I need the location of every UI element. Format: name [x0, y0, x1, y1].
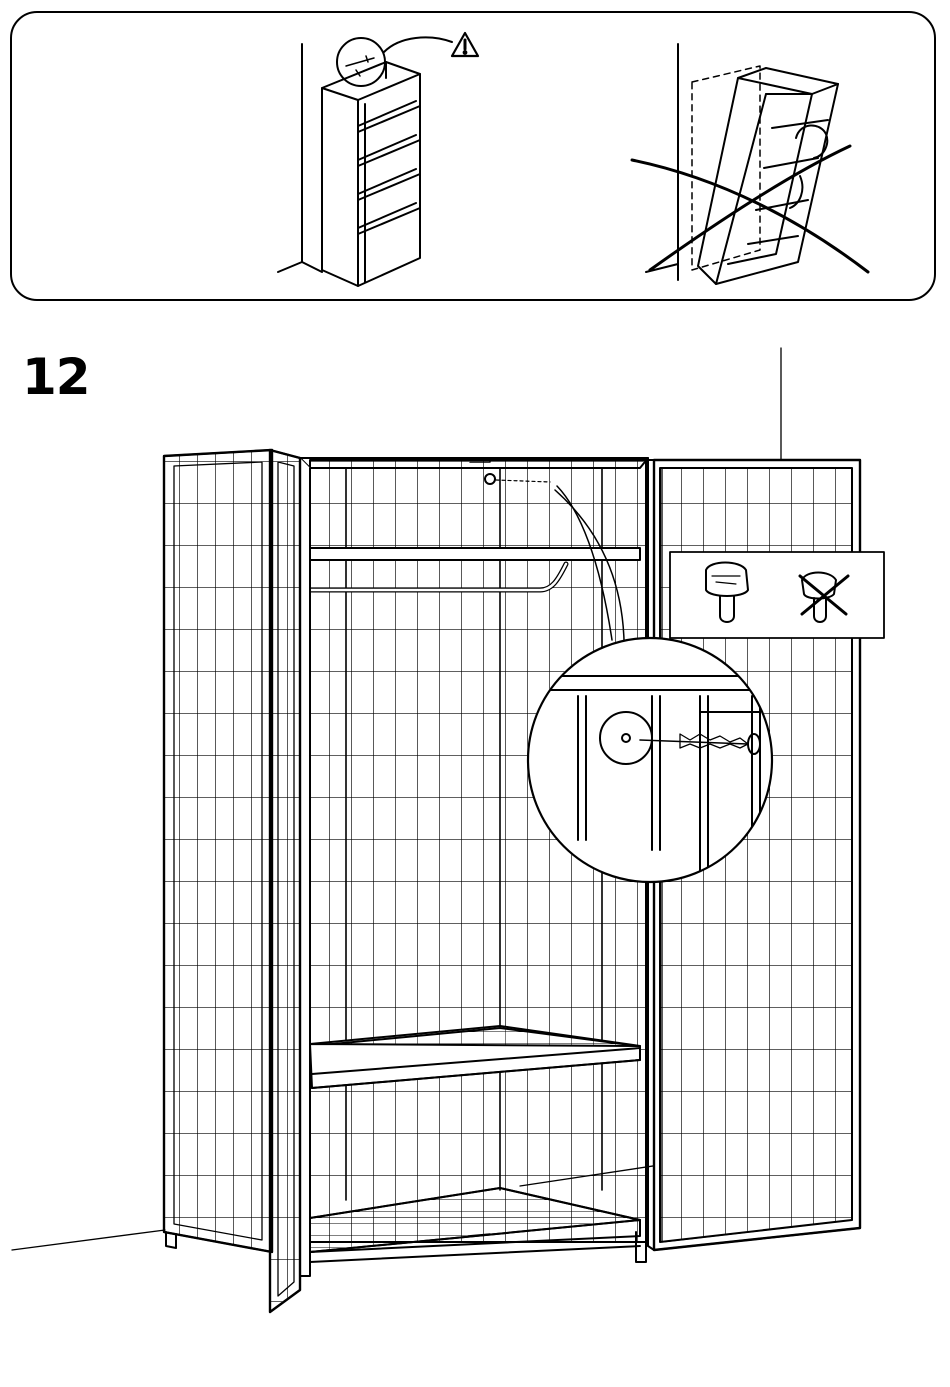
wall-plug-disc: [600, 712, 652, 764]
bookcase-against-wall: [278, 37, 452, 286]
wardrobe-left-side-panel: [164, 450, 272, 1252]
leader-line-bottom-left: [12, 1230, 165, 1250]
step-number: 12: [22, 352, 90, 402]
warning-panel: [11, 12, 935, 300]
wardrobe-front-left-post: [300, 458, 310, 1276]
warning-triangle-icon: [452, 33, 478, 56]
plug-icon-box: [670, 552, 884, 638]
incorrect-cross-left: [632, 160, 868, 272]
wardrobe-left-door: [270, 450, 300, 1312]
bookcase-tipping-over-crossed: [632, 44, 868, 284]
